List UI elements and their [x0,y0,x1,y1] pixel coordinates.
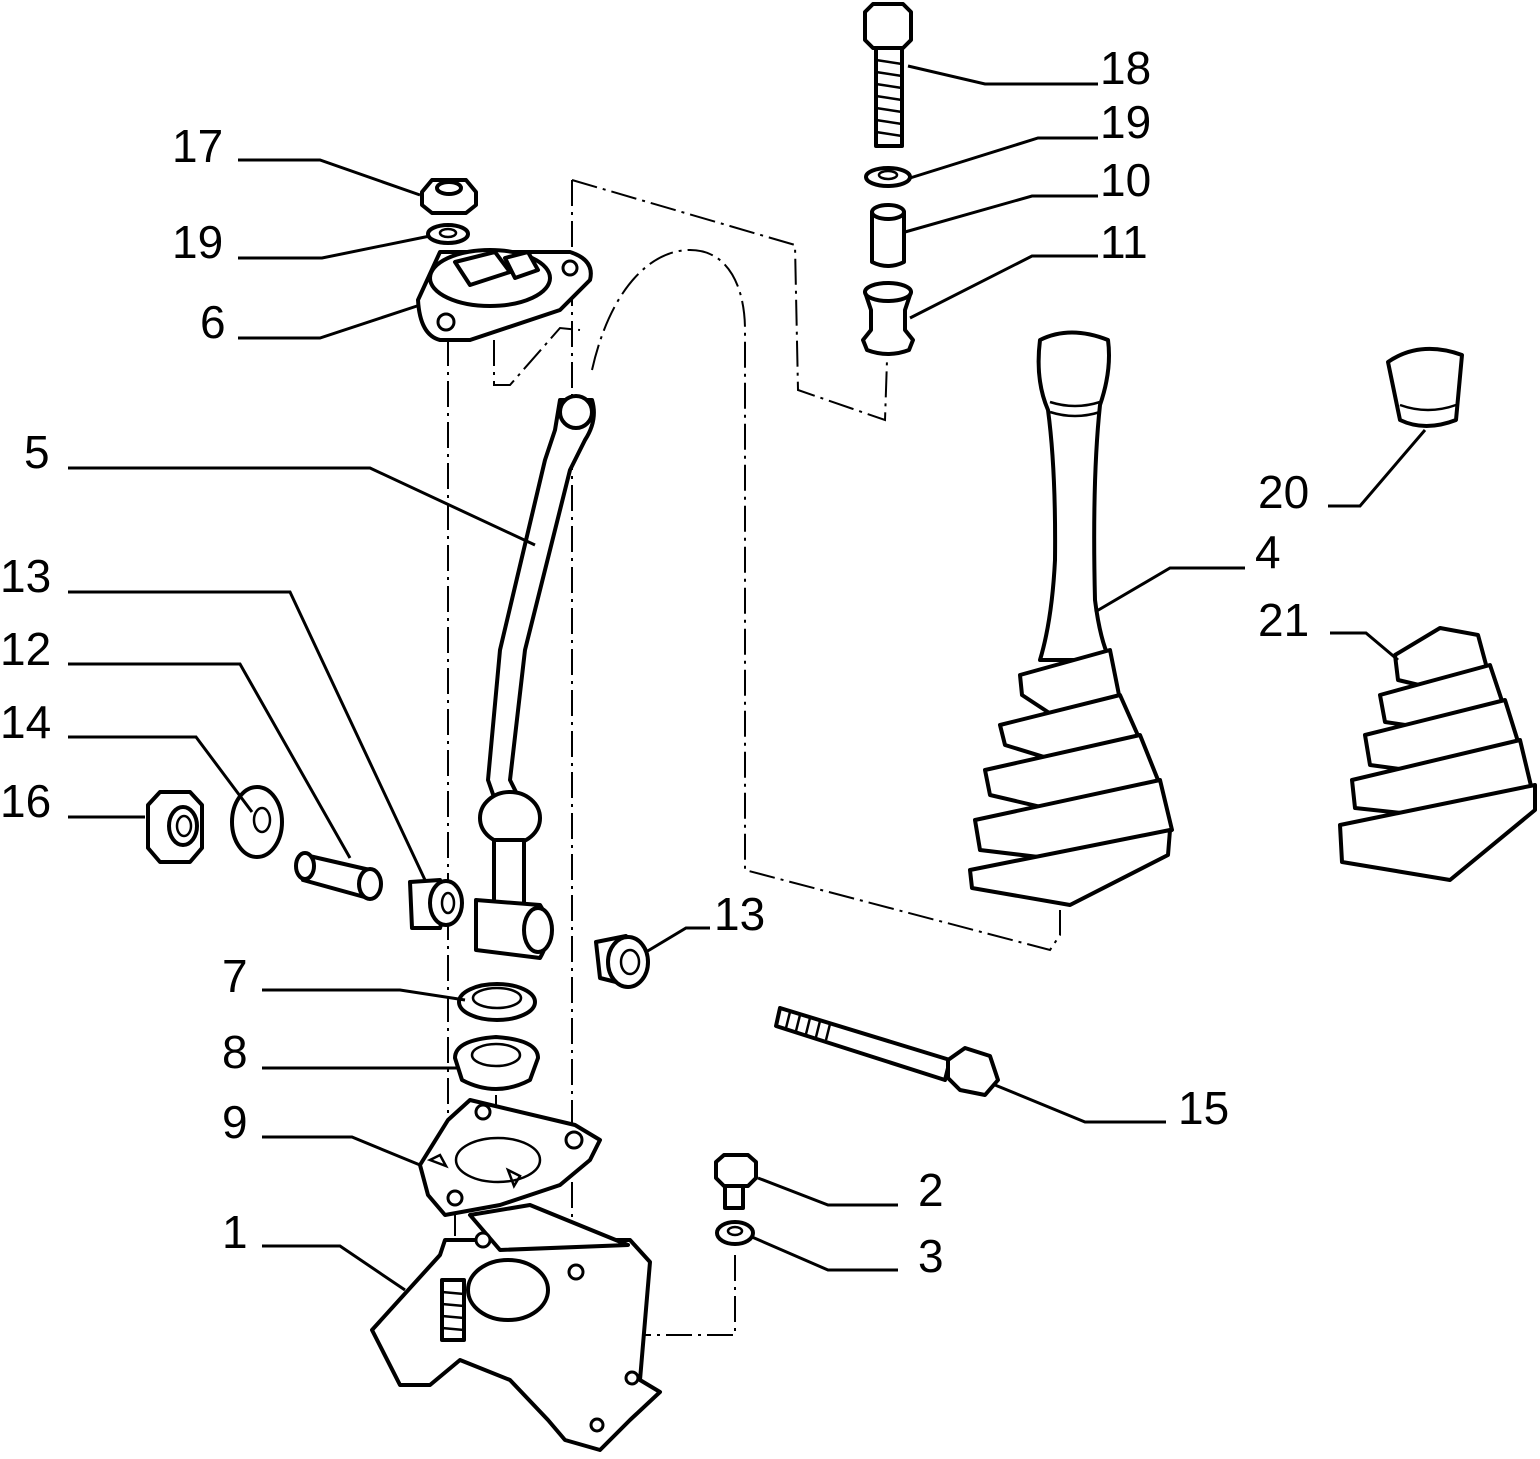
part-2-screw [714,1153,758,1210]
part-17-nut [420,178,478,215]
callout-6: 6 [200,296,226,348]
part-1-bracket [370,1203,662,1452]
callout-14: 14 [0,696,51,748]
part-18-bolt [863,2,913,148]
part-13-bushing-right [594,934,650,989]
part-19-washer-right [864,166,912,188]
callout-11: 11 [1100,216,1148,268]
part-9-plate [418,1098,602,1217]
part-11-bushing [861,281,915,356]
part-21-boot [1338,626,1537,882]
callout-19-left: 19 [172,216,223,268]
callout-15: 15 [1178,1082,1229,1134]
callout-17: 17 [172,120,223,172]
part-14-washer [230,785,284,859]
callout-18: 18 [1100,42,1151,94]
part-15-long-bolt [774,1006,1000,1097]
callout-4: 4 [1255,526,1281,578]
callout-5: 5 [24,426,50,478]
callout-13-left: 13 [0,550,51,602]
callout-9: 9 [222,1096,248,1148]
callout-1: 1 [222,1206,248,1258]
callout-labels: 18 19 10 11 17 19 6 5 13 12 14 16 13 7 8… [0,42,1309,1282]
part-12-spacer [294,851,383,901]
part-6-top-plate [416,248,593,342]
part-16-nut [146,790,204,864]
callout-2: 2 [918,1164,944,1216]
callout-20: 20 [1258,466,1309,518]
part-20-knob [1386,346,1464,428]
part-8-cup [453,1035,540,1091]
callout-7: 7 [222,950,248,1002]
callout-19-right: 19 [1100,96,1151,148]
callout-13-right: 13 [714,888,765,940]
leader-lines [68,64,1427,1292]
part-10-sleeve [870,203,906,268]
callout-8: 8 [222,1026,248,1078]
part-19-washer-left [426,223,470,245]
part-5-lever-rod [474,394,596,960]
callout-21: 21 [1258,594,1309,646]
callout-10: 10 [1100,154,1151,206]
callout-12: 12 [0,623,51,675]
part-3-washer [715,1220,755,1246]
part-7-seal [457,982,537,1022]
callout-16: 16 [0,775,51,827]
callout-3: 3 [918,1230,944,1282]
part-4-gear-knob-with-boot [968,330,1174,907]
part-13-bushing-left [408,878,464,930]
